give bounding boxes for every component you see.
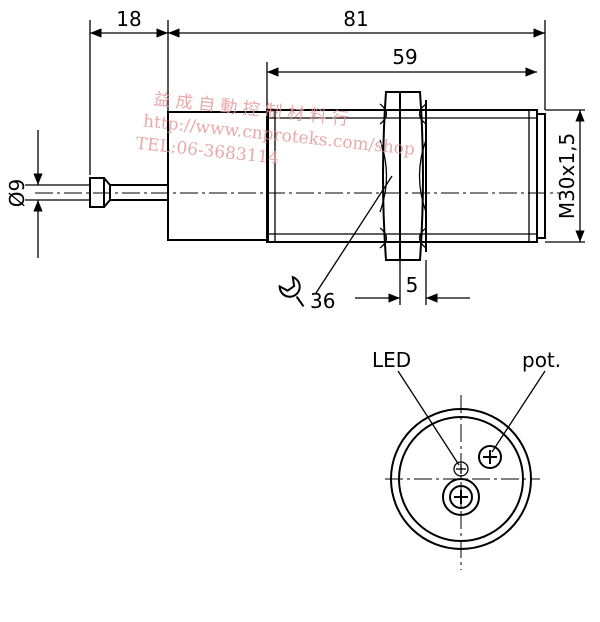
label-led: LED: [372, 348, 411, 372]
potentiometer: [478, 445, 502, 469]
nut-front: [399, 91, 427, 261]
led-indicator: [453, 461, 469, 477]
front-view: LED pot.: [372, 348, 561, 570]
watermark: 益 成 自 動 控 制 材 料 行 http://www.cnproteks.c…: [135, 89, 416, 168]
center-adjuster: [442, 478, 480, 516]
wrench-icon: [278, 275, 305, 307]
dim-cable-diameter: Ø9: [5, 179, 29, 207]
dim-thread: M30x1,5: [555, 133, 579, 219]
dim-thread-length: 59: [392, 45, 417, 69]
dim-nut-width: 5: [406, 273, 419, 297]
side-view: 18 81 59 Ø9 M30x1,5 36 5: [5, 7, 585, 313]
leader-pot: [491, 370, 546, 453]
dim-overall-length: 81: [343, 7, 368, 31]
dim-cable-length: 18: [116, 7, 141, 31]
sensing-face: [536, 113, 546, 239]
nut-rear: [379, 91, 401, 261]
leader-wrench: [315, 175, 393, 294]
dim-wrench-size: 36: [310, 289, 335, 313]
leader-led: [397, 370, 460, 466]
label-pot: pot.: [522, 348, 561, 372]
